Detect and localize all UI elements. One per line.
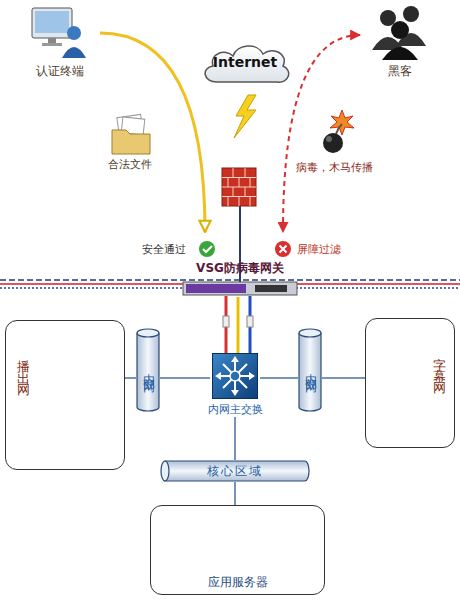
annotation-label: 合法文件 [108, 157, 152, 172]
annotation-label: 病毒，木马传播 [296, 160, 373, 175]
cylinder-body [299, 333, 321, 411]
hacker-head [380, 10, 396, 26]
cylinder-cap [137, 329, 159, 337]
hacker-node: 黑客 [360, 5, 440, 80]
connector [125, 377, 136, 379]
network-box: 播出网 [5, 320, 125, 470]
cylinder-cap [299, 329, 321, 337]
connector [322, 377, 365, 379]
boundary-rail [0, 279, 460, 281]
network-cylinder: 内部网 [136, 328, 160, 412]
monitor-base [42, 43, 62, 46]
connector [260, 377, 298, 379]
internet-cloud: Internet [195, 38, 295, 88]
bomb-fuse [336, 124, 342, 134]
connector [283, 35, 360, 232]
cylinder-body [137, 333, 159, 411]
bomb-highlight [326, 136, 332, 142]
gateway-device [183, 282, 297, 295]
explosion-star [330, 110, 354, 135]
node-label: 核心区域 [160, 463, 310, 480]
switch-hub [230, 371, 240, 381]
gateway-ports [255, 285, 287, 292]
gateway-panel [186, 284, 246, 293]
cable-plug [247, 316, 253, 327]
core-cylinder: 核心区域 [160, 460, 310, 482]
bomb-body [323, 133, 343, 153]
node-label: 字幕网 [430, 347, 448, 383]
monitor-screen [35, 11, 69, 33]
monitor [32, 8, 72, 38]
lightning-bolt [234, 95, 256, 138]
annotation-label: 屏障过滤 [297, 242, 341, 257]
node-label: 内部网 [140, 364, 157, 376]
terminal-node: 认证终端 [20, 5, 100, 80]
node-label: 应用服务器 [151, 574, 324, 591]
cylinder-cap [161, 461, 169, 481]
firewall-bricks [222, 168, 256, 206]
node-label: 内网主交换 [198, 402, 272, 417]
user-body [62, 47, 86, 58]
node-label: 内部网 [302, 364, 319, 376]
check-icon [199, 241, 215, 257]
network-box: 字幕网 [365, 318, 455, 448]
node-label: 黑客 [360, 63, 440, 80]
core-switch-shape [212, 353, 258, 399]
node-label: 认证终端 [20, 63, 100, 80]
gateway-node: VSG防病毒网关 [170, 232, 310, 297]
connector [100, 33, 205, 232]
switch-body [213, 354, 258, 399]
cable-plug [223, 316, 229, 327]
cross-mark [280, 246, 287, 253]
connector [234, 417, 236, 460]
network-cylinder: 内部网 [298, 328, 322, 412]
switch-arrowheads [215, 356, 255, 396]
node-label: Internet [195, 54, 295, 70]
monitor-stand [48, 38, 56, 43]
hacker-head [391, 21, 409, 39]
connector [237, 297, 240, 353]
cross-icon [275, 241, 291, 257]
folder-icon [112, 130, 150, 154]
node-label: 播出网 [14, 349, 32, 385]
check-mark [203, 246, 212, 252]
hacker-body [382, 47, 418, 60]
node-label: VSG防病毒网关 [170, 260, 310, 277]
annotation-label: 安全通过 [142, 242, 186, 257]
core-switch: 内网主交换 [210, 353, 260, 417]
hacker-head [403, 6, 419, 22]
server-box: 应用服务器 [150, 505, 325, 595]
connector [234, 482, 236, 505]
firewall-wall [222, 168, 256, 206]
user-head [67, 26, 81, 40]
connector [160, 377, 210, 379]
switch-arrows [218, 359, 252, 393]
